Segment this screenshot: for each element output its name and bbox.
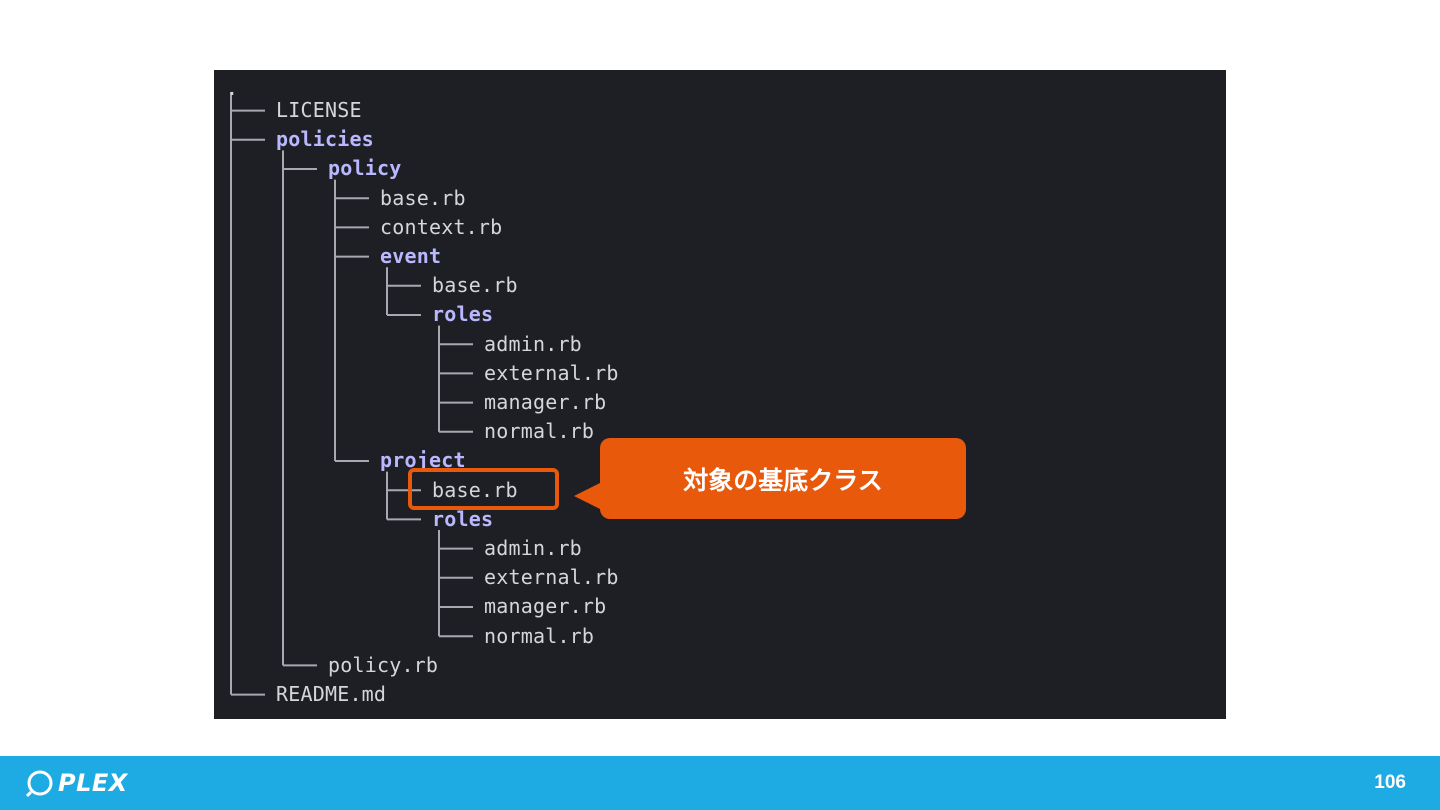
tree-folder: event [380,244,442,268]
tree-file: external.rb [484,565,619,590]
page-number: 106 [1374,772,1406,793]
tree-file: manager.rb [484,594,607,619]
tree-file: README.md [276,682,387,706]
plex-logo-icon [26,770,53,797]
tree-file: admin.rb [484,536,582,560]
tree-file: normal.rb [484,419,595,444]
tree-folder: policy [328,156,402,181]
callout-pointer [574,482,602,510]
tree-root: . [226,76,239,100]
terminal-window: . LICENSE policies policy base.rb context.rb… [214,70,1226,719]
tree-file: external.rb [484,360,619,385]
footer-bar: PLEX 106 [0,756,1440,810]
tree-file: policy.rb [328,652,439,677]
tree-file: admin.rb [484,331,582,356]
tree-file: base.rb [432,273,518,298]
tree-folder: roles [432,302,494,327]
callout-label: 対象の基底クラス [600,438,966,519]
tree-file: manager.rb [484,390,607,414]
tree-file: LICENSE [276,98,362,122]
highlight-box [408,468,559,510]
tree-file: base.rb [432,477,518,502]
tree-file: normal.rb [484,623,595,648]
plex-logo: PLEX [26,769,128,797]
tree-file: context.rb [380,214,503,239]
tree-file: base.rb [380,185,466,210]
plex-logo-text: PLEX [58,769,128,797]
tree-folder: roles [432,506,494,531]
tree-guide-lines [230,92,473,696]
tree-folder: policies [276,127,374,152]
